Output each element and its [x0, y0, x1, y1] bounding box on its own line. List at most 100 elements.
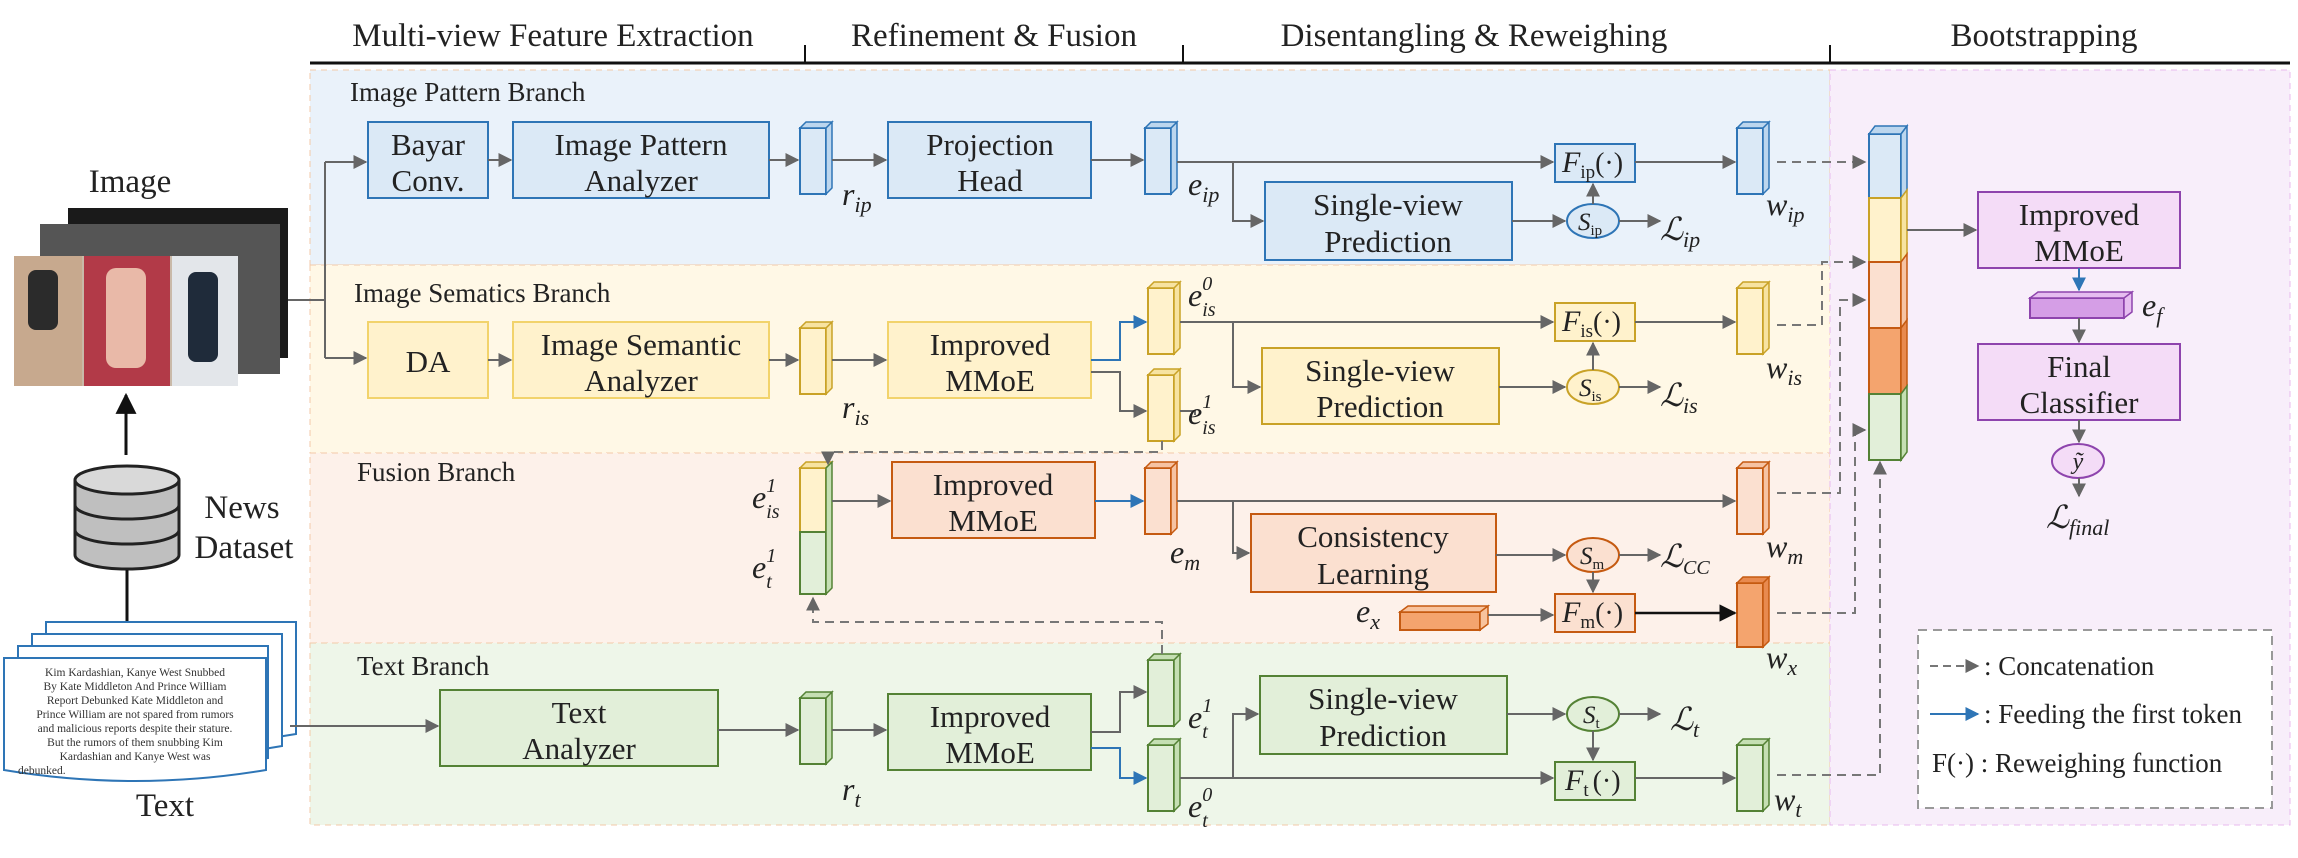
y-tilde-node: ỹ [2051, 443, 2105, 479]
svg-text:e0t: e0t [1188, 784, 1212, 832]
svg-text:wt: wt [1774, 781, 1802, 822]
image-pattern-analyzer-box: Image Pattern Analyzer [512, 121, 770, 199]
svg-text:Analyzer: Analyzer [522, 731, 636, 766]
concatenated-feature-column [1867, 123, 1909, 463]
final-classifier-box: Final Classifier [1977, 343, 2181, 421]
svg-text:ℒCC: ℒCC [1660, 538, 1710, 579]
svg-text:Improved: Improved [933, 467, 1054, 502]
article-line-5: and malicious reports despite their stat… [38, 723, 233, 735]
svg-text:Prediction: Prediction [1316, 389, 1444, 424]
svg-text:Sip: Sip [1578, 209, 1602, 239]
f-t-box: Ft(·) [1554, 761, 1636, 801]
svg-text:MMoE: MMoE [948, 503, 1038, 538]
svg-text:Conv.: Conv. [392, 163, 465, 198]
projection-head-box: Projection Head [887, 121, 1092, 199]
feature-bar-w-t [1735, 737, 1771, 813]
svp-t-box: Single-view Prediction [1259, 675, 1508, 755]
svg-text:Classifier: Classifier [2020, 385, 2139, 420]
feature-bar-w-m [1735, 460, 1771, 536]
feature-bar-e-t1 [1146, 652, 1182, 728]
feature-bar-r-is [798, 320, 834, 396]
svg-text:MMoE: MMoE [2034, 233, 2124, 268]
svg-text:Image Semantic: Image Semantic [541, 327, 742, 362]
header-extraction: Multi-view Feature Extraction [352, 18, 753, 54]
article-line-3: Report Debunked Kate Middleton and [47, 695, 224, 707]
feature-bar-e-is1 [1146, 367, 1182, 443]
svg-text:Text: Text [552, 695, 607, 730]
feature-bar-e-x [1397, 604, 1491, 632]
s-ip-node: Sip [1566, 203, 1620, 239]
branch-label-fusion: Fusion Branch [357, 457, 516, 487]
legend-reweigh: F(·) : Reweighing function [1932, 748, 2223, 778]
bayar-conv-box: Bayar Conv. [367, 121, 489, 199]
svg-text:ℒis: ℒis [1660, 377, 1698, 418]
svg-text:ℒip: ℒip [1660, 211, 1700, 252]
svg-text:St: St [1583, 702, 1601, 732]
svg-text:ỹ: ỹ [2071, 449, 2085, 475]
e-f-bar [2027, 290, 2135, 320]
svg-text:Ft(·): Ft(·) [1564, 764, 1621, 801]
svg-text:Fm(·): Fm(·) [1561, 596, 1623, 633]
svp-is-box: Single-view Prediction [1261, 347, 1500, 425]
svg-text:Prediction: Prediction [1319, 718, 1447, 753]
svg-text:Consistency: Consistency [1297, 519, 1449, 554]
svg-text:Improved: Improved [930, 699, 1051, 734]
svg-text:DA: DA [406, 344, 451, 379]
article-line-6: But the rumors of them snubbing Kim [47, 737, 223, 749]
svg-text:em: em [1170, 534, 1200, 575]
svg-text:Sm: Sm [1580, 543, 1605, 573]
svg-text:wm: wm [1766, 528, 1803, 569]
svg-text:ris: ris [842, 389, 869, 430]
feature-bar-e-ip [1143, 120, 1179, 196]
s-is-node: Sis [1566, 369, 1620, 405]
database-icon [73, 464, 181, 571]
svg-text:Single-view: Single-view [1308, 681, 1458, 716]
svg-text:wx: wx [1766, 639, 1797, 680]
svg-text:Learning: Learning [1317, 556, 1429, 591]
svp-ip-box: Single-view Prediction [1264, 181, 1513, 261]
legend-feed: : Feeding the first token [1984, 699, 2242, 729]
f-ip-box: Fip(·) [1554, 143, 1636, 183]
article-line-1: Kim Kardashian, Kanye West Snubbed [45, 667, 225, 679]
f-is-box: Fis(·) [1554, 302, 1636, 342]
svg-text:Improved: Improved [2019, 197, 2140, 232]
svg-text:Image Pattern: Image Pattern [554, 127, 728, 162]
svg-text:Fip(·): Fip(·) [1561, 146, 1623, 183]
svg-text:Prediction: Prediction [1324, 224, 1452, 259]
mmoe-fusion-box: Improved MMoE [891, 461, 1096, 539]
svg-text:wis: wis [1766, 349, 1802, 390]
branch-label-image-pattern: Image Pattern Branch [350, 77, 586, 107]
svg-text:ef: ef [2142, 287, 2165, 328]
svg-text:MMoE: MMoE [945, 735, 1035, 770]
article-line-8: debunked. [18, 765, 66, 777]
svg-text:Single-view: Single-view [1305, 353, 1455, 388]
input-text-label: Text [136, 788, 194, 824]
feature-bar-fusion-input [798, 460, 834, 596]
svg-text:eip: eip [1188, 166, 1219, 207]
article-line-2: By Kate Middleton And Prince William [44, 681, 227, 693]
svg-text:Fis(·): Fis(·) [1561, 305, 1621, 342]
svg-text:ℒfinal: ℒfinal [2046, 499, 2109, 540]
svg-text:Sis: Sis [1579, 375, 1602, 405]
f-m-box: Fm(·) [1554, 593, 1636, 633]
image-semantic-analyzer-box: Image Semantic Analyzer [512, 321, 770, 399]
feature-bar-r-ip [798, 120, 834, 196]
da-box: DA [367, 321, 489, 399]
image-stack [14, 208, 288, 386]
branch-label-image-semantics: Image Sematics Branch [354, 278, 611, 308]
mmoe-final-box: Improved MMoE [1977, 191, 2181, 269]
svg-text:e1t: e1t [1188, 695, 1212, 743]
branch-label-text: Text Branch [357, 651, 490, 681]
svg-text:Analyzer: Analyzer [584, 163, 698, 198]
svg-text:ℒt: ℒt [1670, 701, 1700, 742]
header-disentangling: Disentangling & Reweighing [1281, 18, 1668, 54]
svg-text:Bayar: Bayar [391, 127, 466, 162]
svg-text:Projection: Projection [926, 127, 1054, 162]
svg-text:MMoE: MMoE [945, 363, 1035, 398]
text-document-stack: Kim Kardashian, Kanye West Snubbed By Ka… [3, 621, 297, 782]
